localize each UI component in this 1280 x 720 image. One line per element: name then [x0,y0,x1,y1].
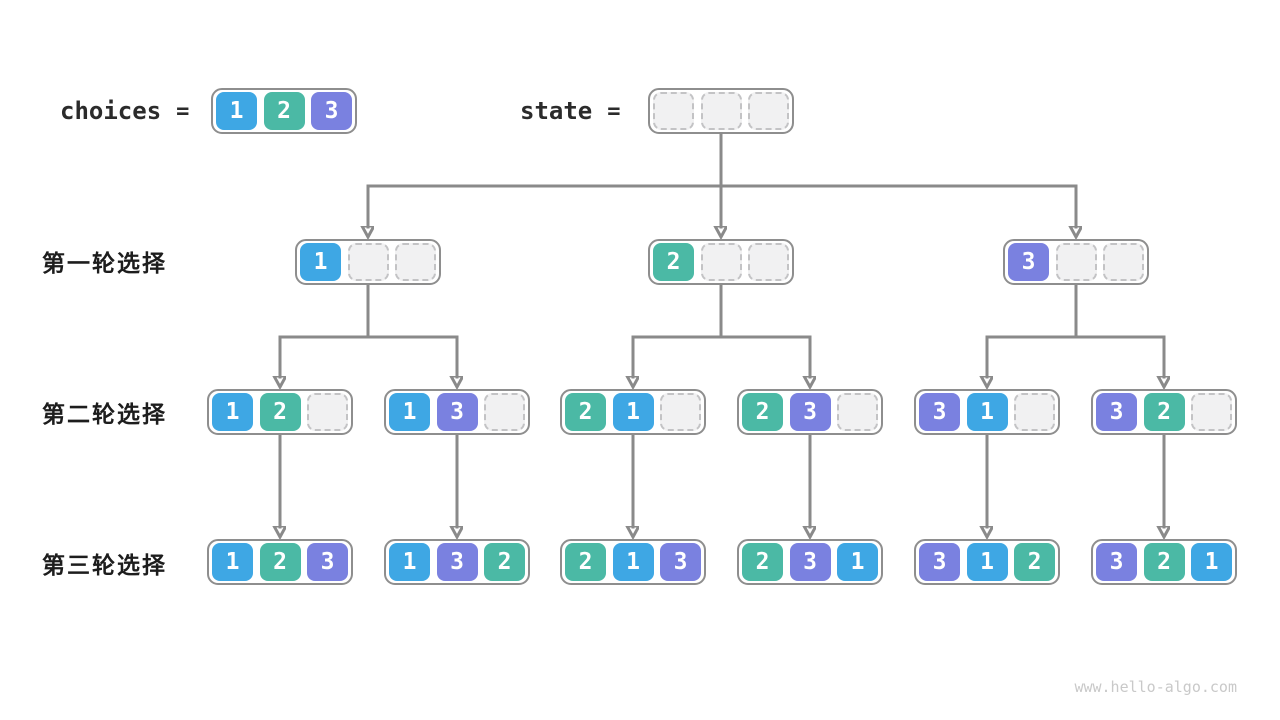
state-cell [700,92,742,130]
tree-node: 1 [295,239,441,285]
tree-node: 2 1 [560,389,706,435]
round-3-label: 第三轮选择 [42,552,167,578]
tree-node-cell: 1 [837,543,878,581]
tree-node-cell [837,393,878,431]
tree-node-cell: 1 [612,543,654,581]
tree-node: 3 1 [914,389,1060,435]
tree-node-cell: 1 [389,393,430,431]
tree-node-cell: 1 [212,393,253,431]
state-cell [653,92,694,130]
tree-node-cell: 1 [966,393,1008,431]
state-label: state [520,97,593,125]
tree-node: 3 2 [1091,389,1237,435]
tree-node: 2 1 3 [560,539,706,585]
tree-node-cell: 2 [565,543,606,581]
equals-sign: = [607,98,621,124]
tree-node-cell: 3 [919,393,960,431]
equals-sign: = [176,98,190,124]
choice-cell: 3 [311,92,352,130]
tree-node-cell: 3 [436,543,478,581]
tree-node-cell [748,243,789,281]
tree-node-cell: 3 [436,393,478,431]
tree-node-cell: 1 [1191,543,1232,581]
tree-node-cell [307,393,348,431]
tree-node: 1 2 [207,389,353,435]
tree-node: 1 3 2 [384,539,530,585]
tree-node-cell: 2 [259,543,301,581]
tree-node: 3 2 1 [1091,539,1237,585]
tree-node-cell: 3 [660,543,701,581]
state-label-group: state = [520,88,621,134]
tree-node-cell: 3 [919,543,960,581]
tree-node-cell: 2 [653,243,694,281]
tree-node-cell: 3 [1008,243,1049,281]
tree-node-cell: 1 [966,543,1008,581]
choices-array: 1 2 3 [211,88,357,134]
tree-node-cell: 2 [259,393,301,431]
tree-node: 2 3 [737,389,883,435]
round-2-label: 第二轮选择 [42,401,167,427]
tree-node: 1 2 3 [207,539,353,585]
tree-node-cell [660,393,701,431]
choices-label-group: choices = [60,88,189,134]
tree-node-cell [1014,393,1055,431]
tree-node-cell: 3 [307,543,348,581]
tree-node-cell: 1 [300,243,341,281]
tree-node-cell: 2 [1143,543,1185,581]
round-1-label: 第一轮选择 [42,250,167,276]
tree-node-cell: 3 [1096,393,1137,431]
tree-node-cell: 3 [789,393,831,431]
state-array [648,88,794,134]
tree-node-cell [1103,243,1144,281]
tree-node-cell: 2 [742,393,783,431]
tree-node-cell: 2 [1014,543,1055,581]
tree-node: 3 1 2 [914,539,1060,585]
tree-node-cell: 2 [484,543,525,581]
tree-node-cell: 3 [1096,543,1137,581]
watermark: www.hello-algo.com [1074,678,1237,696]
tree-node: 3 [1003,239,1149,285]
tree-node-cell: 1 [212,543,253,581]
state-cell [748,92,789,130]
tree-node-cell: 2 [742,543,783,581]
choice-cell: 2 [263,92,305,130]
tree-node-cell: 1 [389,543,430,581]
tree-node-cell [1191,393,1232,431]
choice-cell: 1 [216,92,257,130]
tree-node: 2 3 1 [737,539,883,585]
choices-label: choices [60,97,162,125]
tree-node-cell [347,243,389,281]
tree-node-cell [395,243,436,281]
tree-node-cell: 2 [1143,393,1185,431]
tree-node: 1 3 [384,389,530,435]
tree-node-cell: 3 [789,543,831,581]
tree-node-cell: 1 [612,393,654,431]
tree-node-cell [484,393,525,431]
tree-node-cell [700,243,742,281]
tree-node-cell: 2 [565,393,606,431]
tree-node-cell [1055,243,1097,281]
tree-node: 2 [648,239,794,285]
